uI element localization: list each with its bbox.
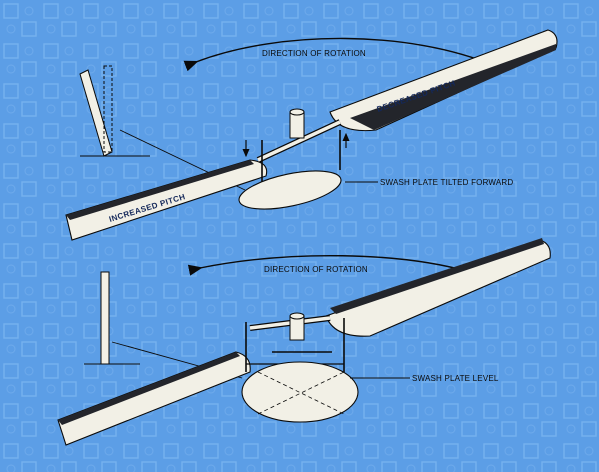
top-rotor-hub [242,108,350,186]
bottom-rotor-hub [245,312,345,372]
top-swash-label: SWASH PLATE TILTED FORWARD [380,178,513,187]
top-rotation-label: DIRECTION OF ROTATION [262,49,366,58]
bottom-panel: DIRECTION OF ROTATION [57,238,551,446]
top-swash-plate [238,170,342,210]
bottom-rotation-arrow [187,254,471,276]
bottom-left-blade [57,351,251,446]
bottom-pitch-rod-indicator [84,271,243,379]
bottom-right-blade [325,238,551,337]
top-left-blade [65,159,268,241]
bottom-swash-label: SWASH PLATE LEVEL [412,374,499,383]
bottom-swash-plate [241,361,359,423]
bottom-rotation-label: DIRECTION OF ROTATION [264,265,368,274]
top-rotation-arrow [183,37,496,72]
